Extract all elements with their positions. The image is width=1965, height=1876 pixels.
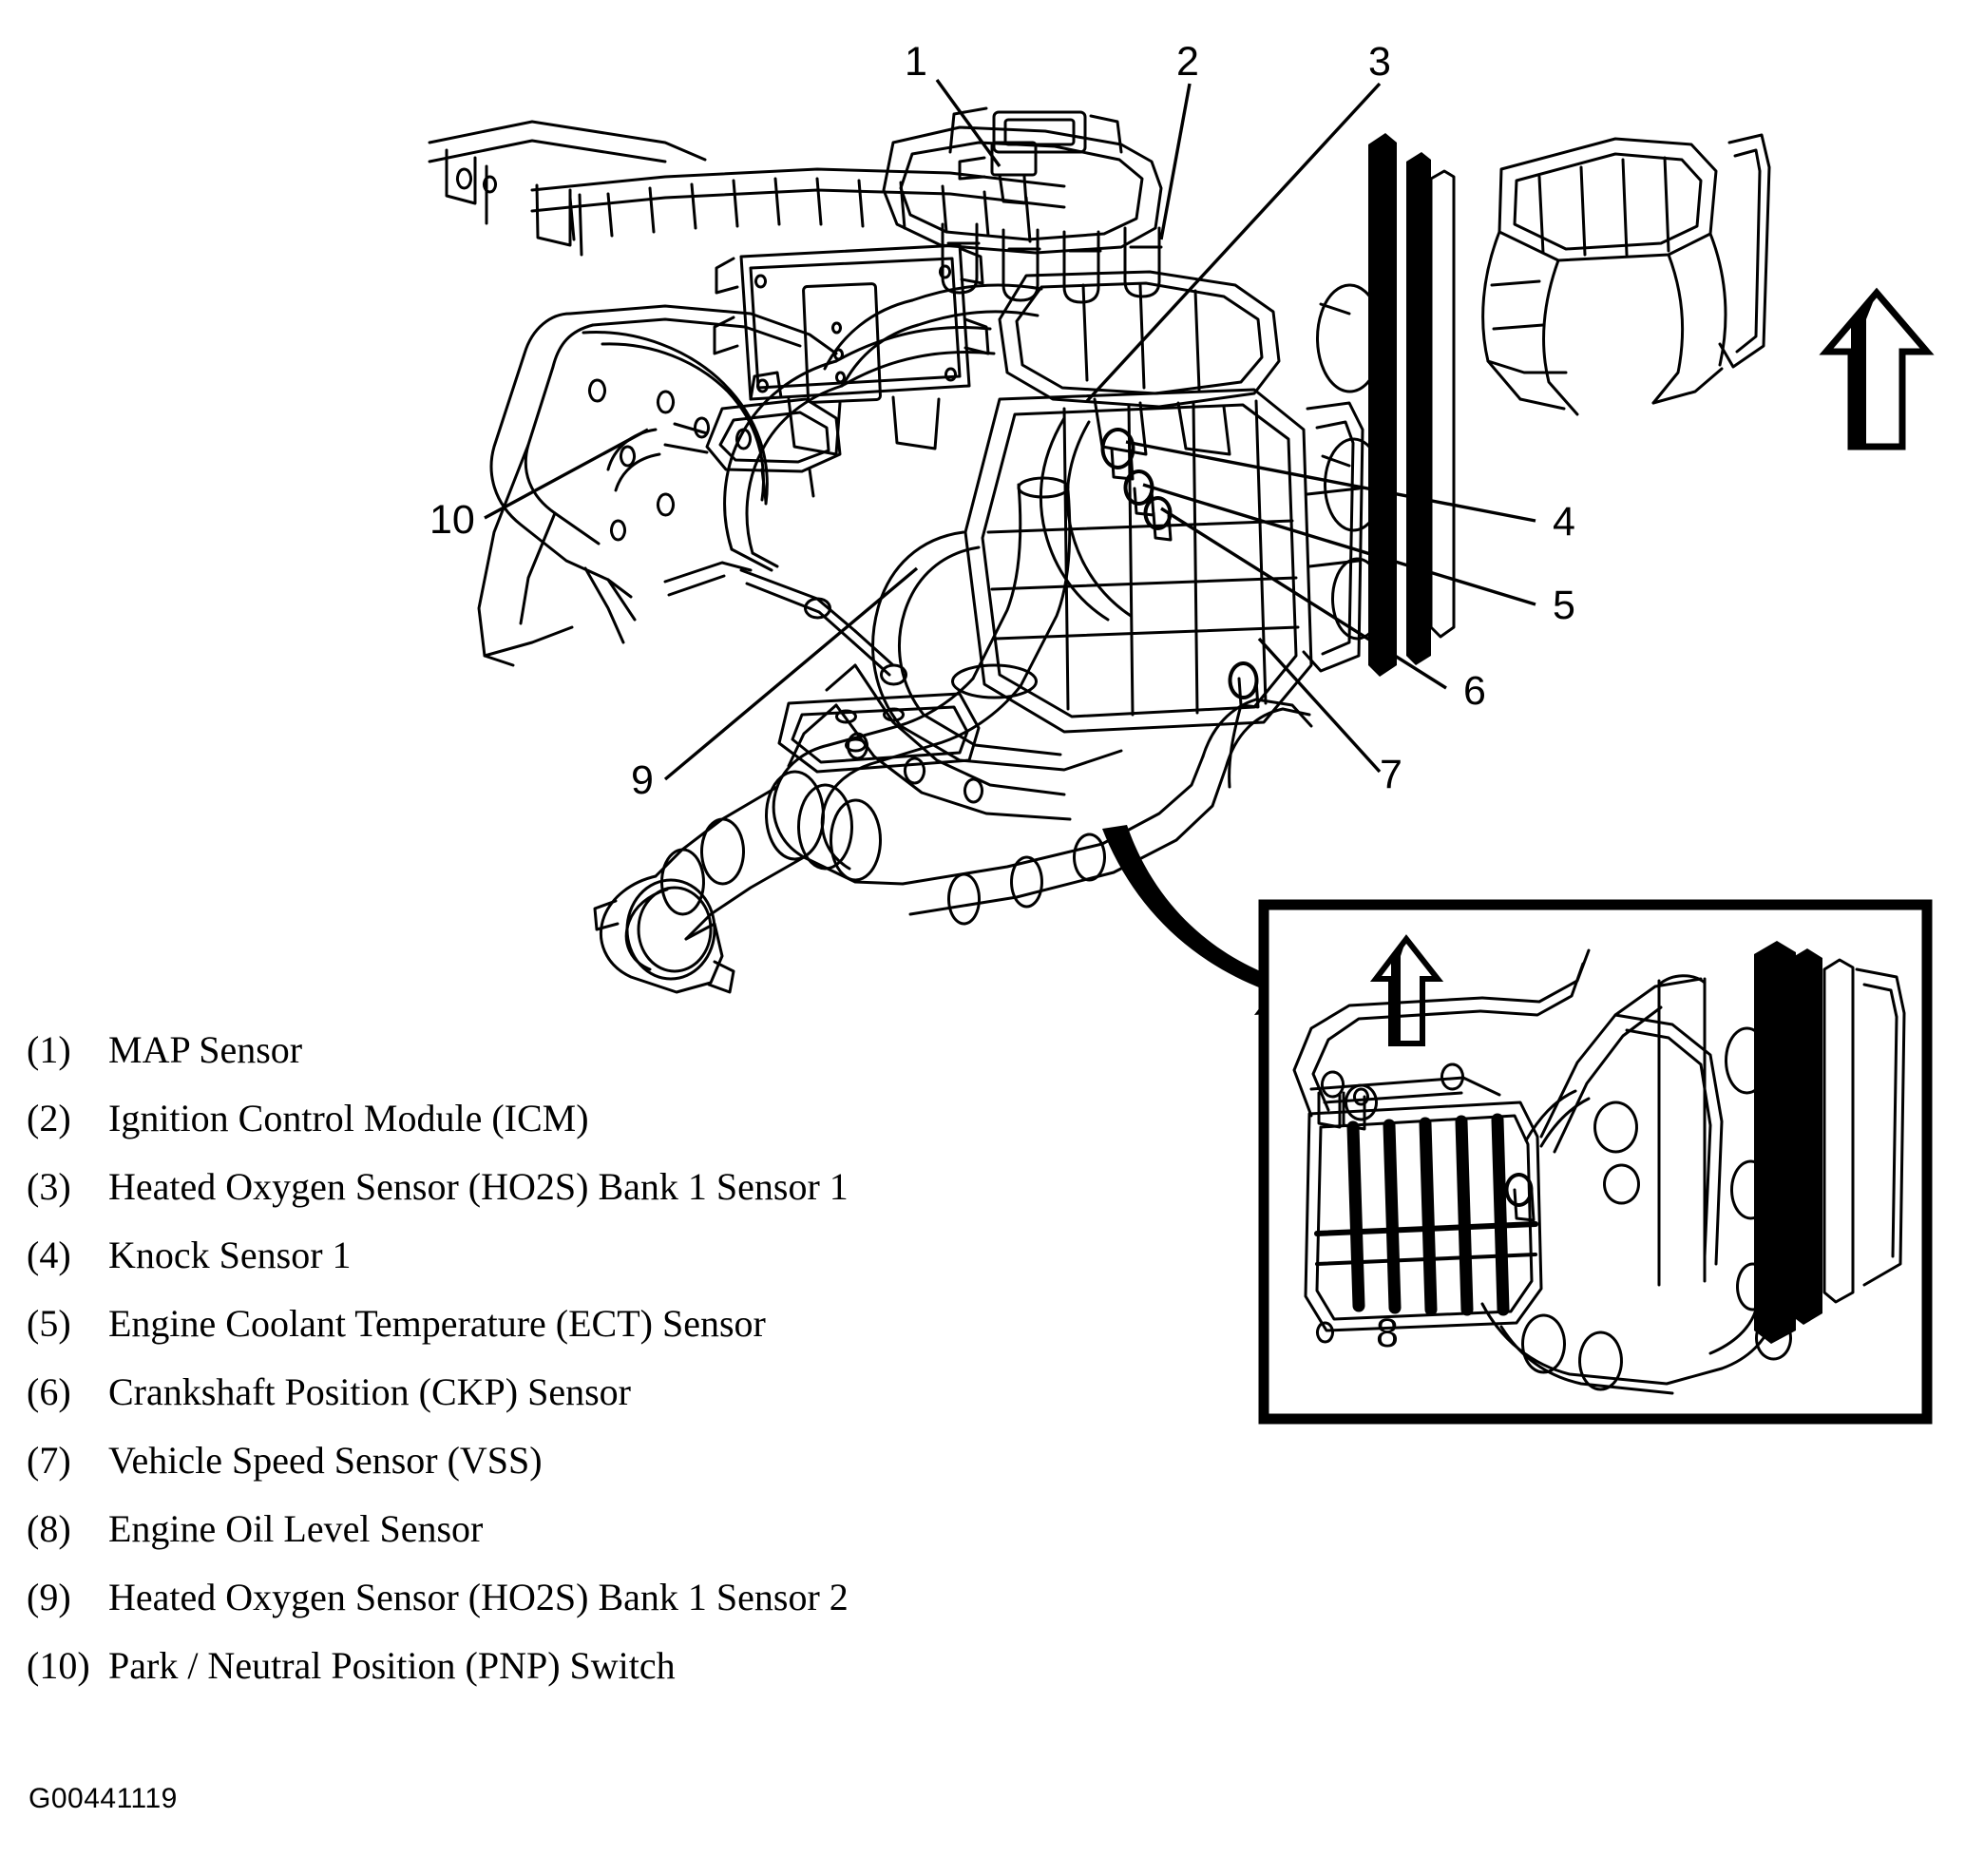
legend-label: Knock Sensor 1 xyxy=(108,1234,352,1276)
legend-item-5: (5) Engine Coolant Temperature (ECT) Sen… xyxy=(27,1305,1119,1373)
callout-number-5: 5 xyxy=(1553,583,1575,628)
callout-number-1: 1 xyxy=(905,39,927,85)
leader-10 xyxy=(484,428,649,520)
vss-sensor xyxy=(1228,661,1260,789)
engine-top-assembly xyxy=(882,106,1163,304)
pnp-switch xyxy=(606,371,842,504)
ecm-module xyxy=(713,243,990,456)
legend-item-1: (1) MAP Sensor xyxy=(27,1031,1119,1100)
legend-index: (5) xyxy=(27,1302,71,1345)
legend-index: (9) xyxy=(27,1576,71,1618)
legend-index: (7) xyxy=(27,1439,71,1482)
legend-label: Ignition Control Module (ICM) xyxy=(108,1097,589,1139)
legend-label: MAP Sensor xyxy=(108,1028,303,1071)
legend-item-7: (7) Vehicle Speed Sensor (VSS) xyxy=(27,1442,1119,1510)
leader-2 xyxy=(1159,83,1192,240)
leader-7 xyxy=(1257,637,1382,774)
legend-label: Vehicle Speed Sensor (VSS) xyxy=(108,1439,543,1482)
intake-manifold xyxy=(998,270,1281,456)
oil-pan-detail xyxy=(777,692,981,774)
callout-number-7: 7 xyxy=(1380,752,1402,797)
accessory-bracket xyxy=(1302,401,1364,673)
legend-item-8: (8) Engine Oil Level Sensor xyxy=(27,1510,1119,1579)
callout-leader-lines xyxy=(484,79,1536,1332)
leader-5 xyxy=(1142,483,1536,606)
map-sensor-area xyxy=(958,141,1038,205)
left-frame-rail xyxy=(428,120,707,257)
legend-label: Park / Neutral Position (PNP) Switch xyxy=(108,1644,676,1687)
callout-number-8: 8 xyxy=(1376,1311,1399,1356)
direction-arrow-icon xyxy=(1819,287,1935,450)
leader-6 xyxy=(1160,507,1447,690)
legend-label: Crankshaft Position (CKP) Sensor xyxy=(108,1370,631,1413)
legend-item-9: (9) Heated Oxygen Sensor (HO2S) Bank 1 S… xyxy=(27,1579,1119,1647)
coolant-hoses xyxy=(723,283,1133,622)
exhaust-downpipe xyxy=(593,476,1072,994)
leader-1 xyxy=(935,79,1002,167)
callout-number-2: 2 xyxy=(1176,39,1199,85)
legend-label: Engine Coolant Temperature (ECT) Sensor xyxy=(108,1302,766,1345)
leader-3 xyxy=(1085,82,1382,403)
legend-index: (3) xyxy=(27,1165,71,1208)
air-cleaner-duct xyxy=(1481,133,1771,416)
leader-9 xyxy=(663,566,919,781)
callout-number-6: 6 xyxy=(1463,668,1486,714)
legend-label: Heated Oxygen Sensor (HO2S) Bank 1 Senso… xyxy=(108,1576,849,1618)
legend-item-3: (3) Heated Oxygen Sensor (HO2S) Bank 1 S… xyxy=(27,1168,1119,1236)
legend-index: (1) xyxy=(27,1028,71,1071)
legend-item-2: (2) Ignition Control Module (ICM) xyxy=(27,1100,1119,1168)
legend-index: (4) xyxy=(27,1234,71,1276)
legend-index: (2) xyxy=(27,1097,71,1139)
rear-exhaust-loop xyxy=(901,698,1313,926)
leader-4 xyxy=(1125,440,1536,523)
callout-number-10: 10 xyxy=(429,497,475,543)
callout-number-4: 4 xyxy=(1553,499,1575,545)
legend-index: (10) xyxy=(27,1644,90,1687)
legend-item-10: (10) Park / Neutral Position (PNP) Switc… xyxy=(27,1647,1119,1715)
legend-index: (6) xyxy=(27,1370,71,1413)
legend-item-4: (4) Knock Sensor 1 xyxy=(27,1236,1119,1305)
legend-item-6: (6) Crankshaft Position (CKP) Sensor xyxy=(27,1373,1119,1442)
component-legend-list: (1) MAP Sensor (2) Ignition Control Modu… xyxy=(27,1031,1119,1715)
serpentine-belt-and-pulleys xyxy=(1316,133,1456,677)
legend-index: (8) xyxy=(27,1507,71,1550)
legend-label: Heated Oxygen Sensor (HO2S) Bank 1 Senso… xyxy=(108,1165,849,1208)
figure-id-code: G00441119 xyxy=(29,1783,178,1814)
fuel-rail-and-harness xyxy=(530,167,1066,243)
strut-tower xyxy=(477,304,838,667)
legend-label: Engine Oil Level Sensor xyxy=(108,1507,484,1550)
callout-number-3: 3 xyxy=(1368,39,1391,85)
inset-detail-box xyxy=(1258,899,1933,1425)
shift-linkage xyxy=(663,561,907,686)
strut-brace xyxy=(582,331,769,506)
callout-number-9: 9 xyxy=(631,757,654,803)
